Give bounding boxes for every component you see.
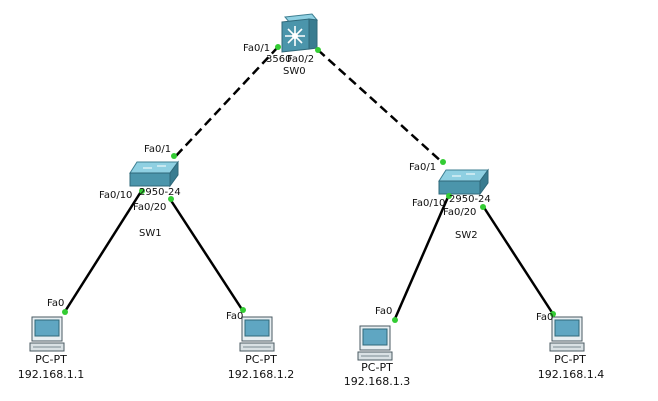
- sw0-name-label: SW0: [283, 66, 306, 77]
- pc3-type-label: PC-PT: [361, 361, 393, 374]
- sw0-port-fa0-2-label: Fa0/2: [287, 54, 315, 65]
- port-indicator: [550, 311, 556, 317]
- pc1-port-label: Fa0: [47, 298, 65, 309]
- sw0-port-fa0-1-label: Fa0/1: [243, 43, 271, 54]
- sw0-device[interactable]: [281, 13, 318, 53]
- link-sw2-pc4[interactable]: [481, 205, 555, 315]
- port-indicator: [440, 159, 446, 165]
- port-indicator: [446, 193, 452, 199]
- link-sw1-pc1[interactable]: [62, 189, 144, 314]
- pc2-ip-label: 192.168.1.2: [227, 368, 295, 381]
- port-indicator: [480, 204, 486, 210]
- pc3-icon[interactable]: [357, 325, 393, 361]
- sw2-port-fa0-20-label: Fa0/20: [443, 207, 477, 218]
- pc4-icon[interactable]: [549, 316, 585, 352]
- sw1-side-face: [169, 160, 179, 188]
- pc2-icon[interactable]: [239, 316, 275, 352]
- port-indicator: [392, 317, 398, 323]
- link-sw0-sw2[interactable]: [317, 49, 444, 164]
- port-indicators: [62, 44, 556, 323]
- sw2-device[interactable]: [438, 168, 489, 196]
- pc2-type-label: PC-PT: [245, 353, 277, 366]
- pc1-ip-label: 192.168.1.1: [17, 368, 85, 381]
- sw2-side-face: [479, 168, 489, 196]
- sw1-port-fa0-20-label: Fa0/20: [133, 202, 167, 213]
- link-sw0-sw1[interactable]: [173, 46, 279, 159]
- pc1-icon[interactable]: [29, 316, 65, 352]
- port-indicator: [315, 47, 321, 53]
- sw2-model-label: 2950-24: [449, 194, 491, 205]
- sw0-arrow-icon: [285, 26, 305, 46]
- sw1-device[interactable]: [129, 160, 179, 188]
- pc2-port-label: Fa0: [226, 311, 244, 322]
- pc1-type-label: PC-PT: [35, 353, 67, 366]
- port-indicator: [168, 196, 174, 202]
- sw1-arrows-icon: [143, 165, 166, 169]
- link-sw1-pc2[interactable]: [168, 198, 245, 312]
- pc3-ip-label: 192.168.1.3: [343, 375, 411, 388]
- sw2-arrows-icon: [452, 173, 475, 177]
- sw2-name-label: SW2: [455, 230, 478, 241]
- sw1-port-fa0-1-label: Fa0/1: [144, 144, 172, 155]
- sw1-front-face: [129, 172, 171, 187]
- sw2-port-fa0-1-label: Fa0/1: [409, 162, 437, 173]
- port-indicator: [275, 44, 281, 50]
- pc4-ip-label: 192.168.1.4: [537, 368, 605, 381]
- sw0-model-label: 3560: [266, 54, 292, 65]
- port-indicator: [139, 188, 145, 194]
- sw1-port-fa0-10-label: Fa0/10: [99, 190, 133, 201]
- port-indicator: [171, 153, 177, 159]
- sw2-port-fa0-10-label: Fa0/10: [412, 198, 446, 209]
- sw1-model-label: 2950-24: [139, 187, 181, 198]
- links: [62, 46, 555, 322]
- port-indicator: [62, 309, 68, 315]
- sw2-front-face: [438, 180, 481, 195]
- link-sw2-pc3[interactable]: [392, 196, 450, 322]
- pc4-port-label: Fa0: [536, 312, 554, 323]
- pc3-port-label: Fa0: [375, 306, 393, 317]
- port-indicator: [240, 307, 246, 313]
- sw1-name-label: SW1: [139, 228, 162, 239]
- sw0-side-face: [308, 18, 318, 50]
- pc4-type-label: PC-PT: [554, 353, 586, 366]
